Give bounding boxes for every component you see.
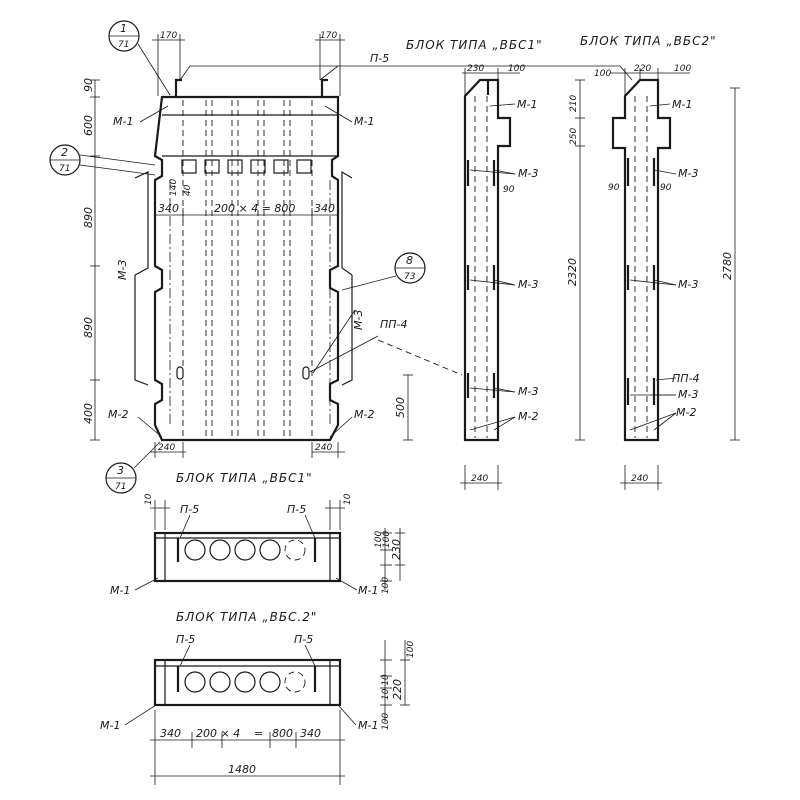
dim-side1-h210: 210 (569, 95, 579, 112)
dim-plan1-h100b: 100 (382, 531, 392, 548)
dim-side2-w240: 240 (631, 474, 648, 484)
dim-side2-w100: 100 (594, 69, 611, 79)
dim-front-h500: 500 (394, 397, 407, 418)
side-section-vbs2: БЛОК ТИПА „ВБС2" 100 220 100 90 90 2780 … (580, 34, 740, 490)
plan1-label-m1-right: М-1 (358, 584, 378, 597)
front-label-m2-right: М-2 (354, 408, 374, 421)
dim-front-h600: 600 (82, 115, 95, 136)
callout-2-sheet: 71 (59, 164, 70, 174)
dim-plan2-w200x4: 200 × 4 (196, 727, 240, 740)
side2-label-m3b: М-3 (678, 278, 698, 291)
side2-label-pp4: ПП-4 (672, 372, 700, 385)
side2-label-m1: М-1 (672, 98, 692, 111)
dim-plan2-h100b: 100 (381, 713, 391, 730)
plan2-label-m1-right: М-1 (358, 719, 378, 732)
dim-front-d40: 40 (183, 184, 193, 196)
side1-label-m3c: М-3 (518, 385, 538, 398)
callout-8: 8 73 (341, 252, 426, 291)
dim-plan2-h100: 100 (406, 641, 416, 658)
plan1-label-p5-right: П-5 (287, 503, 306, 516)
callout-3-sheet: 71 (115, 482, 126, 492)
plan1-label-p5-left: П-5 (180, 503, 199, 516)
callout-1-num: 1 (120, 22, 127, 35)
title-plan-vbs1: БЛОК ТИПА „ВБС1" (176, 471, 313, 485)
side2-label-m3c: М-3 (678, 388, 698, 401)
side2-label-m2: М-2 (676, 406, 696, 419)
dim-plan2-h220: 220 (391, 679, 404, 700)
front-window-row (181, 159, 312, 174)
dim-front-w240a: 240 (158, 443, 175, 453)
callout-2-num: 2 (61, 146, 68, 159)
dim-front-top-right-170: 170 (320, 31, 337, 41)
title-side-vbs1: БЛОК ТИПА „ВБС1" (406, 38, 543, 52)
side1-label-m3a: М-3 (518, 167, 538, 180)
callout-1-sheet: 71 (118, 40, 129, 50)
front-label-m1-left: М-1 (113, 115, 133, 128)
dim-side1-w240: 240 (471, 474, 488, 484)
dim-plan2-w340a: 340 (160, 727, 181, 740)
plan1-label-m1-left: М-1 (110, 584, 130, 597)
dim-side2-d90b: 90 (660, 183, 672, 193)
front-elevation: 90 600 890 890 400 500 170 170 140 40 34… (49, 20, 633, 494)
callout-8-num: 8 (406, 254, 413, 267)
dim-front-w200x4: 200 × 4 = 800 (214, 202, 295, 215)
dim-plan1-w10b: 10 (343, 493, 353, 505)
front-label-pp4: ПП-4 (380, 318, 408, 331)
dim-plan2-h10-10: 10 10 (381, 674, 391, 700)
dim-front-top-left-170: 170 (160, 31, 177, 41)
dim-front-w240b: 240 (315, 443, 332, 453)
plan2-label-p5-left: П-5 (176, 633, 195, 646)
dim-side1-h2320: 2320 (566, 258, 579, 286)
side-section-vbs1: БЛОК ТИПА „ВБС1" 230 100 210 250 2320 90… (406, 38, 585, 490)
front-block-outline (153, 95, 340, 442)
dim-side2-w100b: 100 (674, 64, 691, 74)
dim-front-h400: 400 (82, 403, 95, 424)
side1-label-m1: М-1 (517, 98, 537, 111)
dim-front-h890a: 890 (82, 207, 95, 228)
dim-plan2-w340b: 340 (300, 727, 321, 740)
dim-side2-w220: 220 (634, 64, 651, 74)
dim-front-h90: 90 (82, 78, 95, 92)
front-label-m3-right: М-3 (352, 310, 365, 330)
side2-label-m3a: М-3 (678, 167, 698, 180)
title-side-vbs2: БЛОК ТИПА „ВБС2" (580, 34, 717, 48)
front-label-m2-left: М-2 (108, 408, 128, 421)
side1-label-m3b: М-3 (518, 278, 538, 291)
callout-2: 2 71 (49, 144, 156, 176)
dim-side1-d90: 90 (503, 185, 515, 195)
callout-1: 1 71 (108, 20, 171, 96)
dim-plan1-h100: 100 (374, 531, 384, 548)
plan2-label-p5-right: П-5 (294, 633, 313, 646)
dim-plan1-h100c: 100 (381, 577, 391, 594)
dim-front-d140: 140 (169, 179, 179, 196)
front-label-p5: П-5 (370, 52, 389, 65)
dim-side2-h2780: 2780 (721, 252, 734, 280)
dim-front-w340b: 340 (314, 202, 335, 215)
front-label-m1-right: М-1 (354, 115, 374, 128)
dim-plan1-h230: 230 (390, 539, 403, 560)
dim-side1-h250: 250 (569, 128, 579, 145)
callout-8-sheet: 73 (404, 272, 416, 282)
plan-vbs1: БЛОК ТИПА „ВБС1" 10 10 П-5 П-5 100 (110, 471, 405, 597)
dim-front-h890b: 890 (82, 317, 95, 338)
side1-label-m2: М-2 (518, 410, 538, 423)
dim-front-w340a: 340 (158, 202, 179, 215)
dim-plan2-w1480: 1480 (228, 763, 256, 776)
dim-plan1-w10a: 10 (144, 493, 154, 505)
dim-side1-w100: 100 (508, 64, 525, 74)
dim-side2-d90: 90 (608, 183, 620, 193)
plan-vbs2: БЛОК ТИПА „ВБС.2" П-5 П-5 100 10 10 220 … (100, 610, 416, 785)
plan2-label-m1-left: М-1 (100, 719, 120, 732)
callout-3: 3 71 (105, 441, 161, 494)
callout-3-num: 3 (117, 464, 124, 477)
dim-plan2-eq: = (254, 727, 263, 740)
front-label-m3-left: М-3 (116, 260, 129, 280)
dim-plan2-w800: 800 (272, 727, 293, 740)
title-plan-vbs2: БЛОК ТИПА „ВБС.2" (176, 610, 317, 624)
dim-side1-w230: 230 (467, 64, 484, 74)
